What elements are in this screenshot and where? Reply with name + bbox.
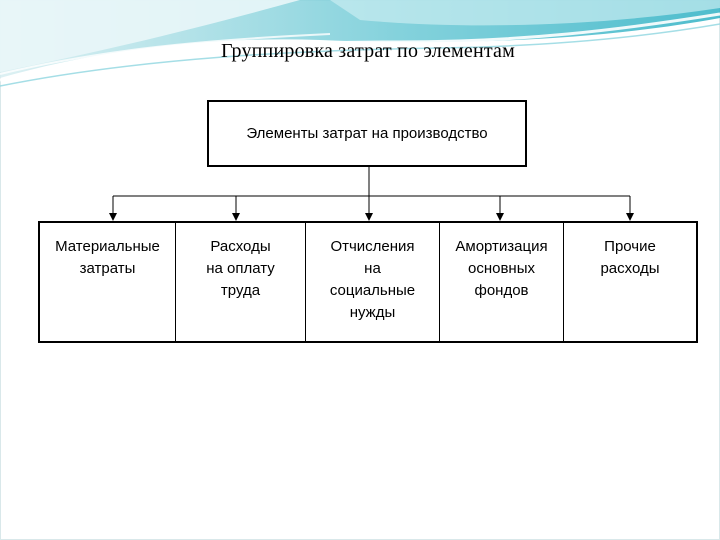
- arrowhead-4: [496, 213, 504, 221]
- child-node-text-line: на: [364, 260, 381, 277]
- child-node-material-costs: Материальные затраты: [40, 223, 175, 341]
- child-node-text-line: труда: [220, 282, 261, 299]
- header-wave-decoration: [0, 0, 720, 87]
- child-node-social-contributions: Отчисления на социальные нужды: [305, 223, 439, 341]
- child-node-text-line: на оплату: [206, 260, 275, 277]
- child-node-depreciation: Амортизация основных фондов: [439, 223, 563, 341]
- arrowhead-1: [109, 213, 117, 221]
- slide-title: Группировка затрат по элементам: [221, 40, 515, 62]
- child-node-text-line: нужды: [349, 304, 396, 321]
- arrowhead-2: [232, 213, 240, 221]
- child-node-text-line: Материальные: [55, 238, 160, 255]
- child-nodes-row: Материальные затраты Расходы на оплату т…: [38, 221, 698, 343]
- child-node-text-line: затраты: [79, 260, 136, 277]
- child-node-text-line: Расходы: [210, 238, 271, 255]
- child-node-text-line: расходы: [600, 260, 660, 277]
- child-node-text-line: основных: [467, 260, 535, 277]
- arrowhead-5: [626, 213, 634, 221]
- child-node-text-line: социальные: [329, 282, 416, 299]
- child-node-labor-costs: Расходы на оплату труда: [175, 223, 305, 341]
- child-node-other-expenses: Прочие расходы: [563, 223, 696, 341]
- child-node-text-line: фондов: [474, 282, 529, 299]
- child-node-text-line: Отчисления: [330, 238, 415, 255]
- arrowhead-3: [365, 213, 373, 221]
- root-node-label: Элементы затрат на производство: [246, 125, 488, 142]
- root-node-box: Элементы затрат на производство: [207, 100, 527, 167]
- child-node-text-line: Прочие: [604, 238, 656, 255]
- child-node-text-line: Амортизация: [455, 238, 548, 255]
